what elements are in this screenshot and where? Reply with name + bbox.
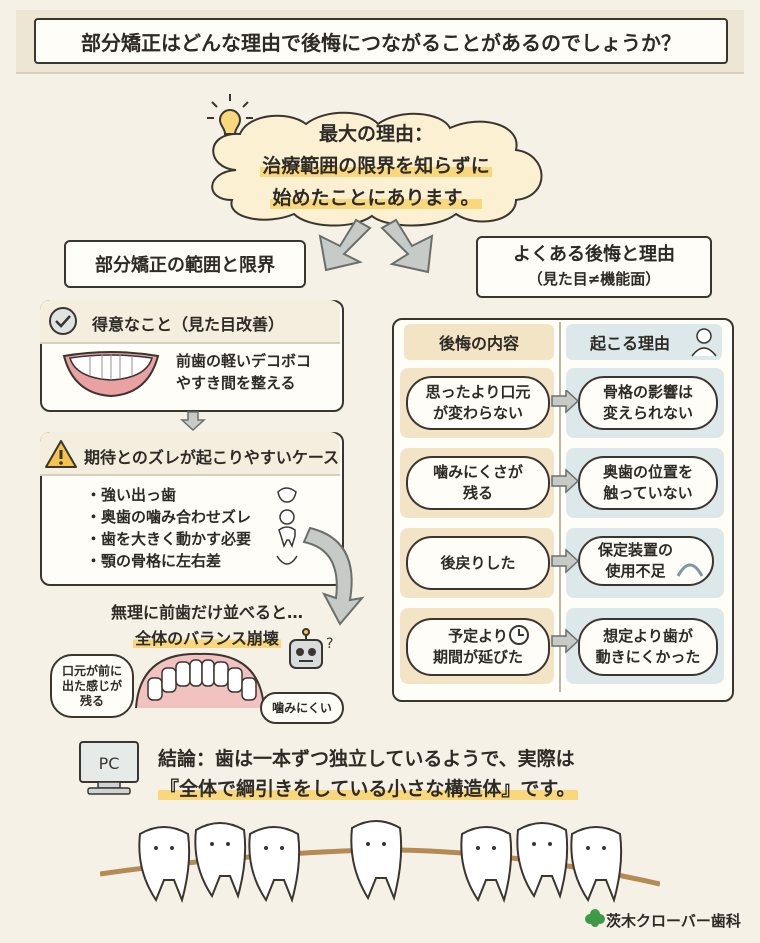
regret-line: 予定より	[448, 627, 508, 645]
molar-icon	[279, 509, 295, 525]
robot-icon: ?	[289, 628, 333, 669]
regret-line: 後戻りした	[440, 553, 516, 572]
main-reason-line2: 治療範囲の限界を知らずに	[260, 155, 492, 177]
right-heading-title: よくある後悔と理由	[513, 244, 675, 265]
bite-speech-bubble: 噛みにくい	[260, 692, 344, 724]
svg-text:?: ?	[326, 636, 333, 652]
good-card-title: 得意なこと（見た目改善）	[92, 315, 285, 334]
conclusion: 結論：歯は一本ずつ独立しているようで、実際は 『全体で綱引きをしている小さな構造…	[158, 744, 578, 804]
reason-line: 奥歯の位置を	[602, 463, 693, 481]
smile-teeth-icon	[62, 351, 160, 398]
tooth-character	[460, 826, 513, 904]
retainer-icon	[676, 563, 704, 577]
reason-line: 使用不足	[605, 562, 666, 580]
speech-line: 出た感じが	[61, 678, 122, 693]
down-arrow-icon	[180, 411, 206, 432]
col-regret-header: 後悔の内容	[404, 324, 554, 360]
caution-card-title: 期待とのズレが起こりやすいケース	[84, 448, 340, 467]
table-divider	[559, 322, 561, 692]
tooth-icon	[278, 526, 296, 549]
speech-line: 残る	[79, 693, 104, 708]
regret-line: 期間が延びた	[432, 648, 523, 666]
doctor-icon	[691, 328, 717, 357]
good-card-desc: 前歯の軽いデコボコ やすき間を整える	[176, 350, 311, 394]
clock-icon	[509, 625, 529, 645]
right-heading: よくある後悔と理由 （見た目≠機能面）	[476, 236, 712, 298]
regret-line: が変わらない	[432, 404, 523, 422]
check-icon	[49, 307, 77, 335]
reason-item: 想定より歯が動きにくかった	[578, 618, 718, 676]
clover-icon	[585, 909, 605, 927]
tug-of-war-illustration	[100, 820, 660, 904]
pc-icon: PC	[79, 741, 139, 795]
tooth-character	[248, 826, 301, 904]
row-arrows	[551, 390, 580, 654]
collapse-text: 無理に前歯だけ並べると… 全体のバランス崩壊	[92, 600, 322, 652]
jaw-icon	[276, 555, 298, 565]
left-heading: 部分矯正の範囲と限界	[64, 240, 306, 288]
reason-line: 触っていない	[603, 484, 693, 502]
regret-line: 噛みにくさが	[433, 463, 523, 481]
reason-item: 奥歯の位置を触っていない	[578, 456, 718, 510]
tooth-character	[570, 826, 623, 904]
tooth-character	[194, 822, 247, 900]
reason-line: 保定装置の	[598, 541, 674, 559]
good-desc-line2: やすき間を整える	[176, 374, 296, 392]
regret-item: 噛みにくさが残る	[406, 456, 550, 510]
regret-item: 思ったより口元が変わらない	[406, 376, 550, 430]
regret-item: 後戻りした	[406, 536, 550, 590]
reason-line: 動きにくかった	[595, 648, 701, 666]
collapse-line1: 無理に前歯だけ並べると…	[110, 603, 303, 622]
collapse-line2: 全体のバランス崩壊	[133, 629, 281, 648]
main-reason-line1: 最大の理由：	[318, 123, 433, 145]
caution-item: ・強い出っ歯	[86, 486, 177, 504]
pc-label: PC	[99, 754, 120, 773]
col-reason-label: 起こる理由	[590, 334, 671, 353]
regret-item: 予定より期間が延びた	[406, 618, 550, 676]
warning-icon	[45, 440, 77, 468]
case-icons	[276, 487, 298, 565]
regret-line: 残る	[462, 484, 493, 502]
right-heading-sub: （見た目≠機能面）	[527, 270, 661, 288]
main-reason-line3: 始めたことにあります。	[270, 187, 482, 209]
split-arrows	[318, 218, 434, 274]
caution-item: ・顎の骨格に左右差	[86, 552, 222, 570]
good-card-header	[40, 300, 340, 344]
reason-line: 想定より歯が	[603, 627, 693, 645]
page-title: 部分矯正はどんな理由で後悔につながることがあるのでしょうか？	[34, 18, 728, 64]
caution-item: ・歯を大きく動かす必要	[86, 530, 252, 548]
caution-item: ・奥歯の噛み合わせズレ	[86, 508, 252, 526]
tooth-character	[516, 822, 569, 900]
teeth-arch-illustration	[135, 652, 265, 709]
mouth-speech-bubble: 口元が前に 出た感じが 残る	[50, 654, 134, 718]
conclusion-line2: 『全体で綱引きをしている小さな構造体』です。	[158, 778, 578, 800]
caution-card-header	[40, 432, 340, 476]
curved-arrow	[302, 526, 365, 626]
reason-line: 変えられない	[602, 404, 693, 422]
brand-name: 茨木クローバー歯科	[606, 912, 741, 930]
good-desc-line1: 前歯の軽いデコボコ	[176, 352, 312, 370]
main-reason: 最大の理由： 治療範囲の限界を知らずに 始めたことにあります。	[200, 118, 552, 214]
speech-line: 口元が前に	[61, 663, 122, 678]
tooth-character	[350, 820, 403, 902]
protruding-tooth-icon	[277, 487, 297, 503]
regret-line: 思ったより口元	[425, 383, 531, 401]
reason-item: 骨格の影響は変えられない	[578, 376, 718, 430]
caution-list: ・強い出っ歯 ・奥歯の噛み合わせズレ ・歯を大きく動かす必要 ・顎の骨格に左右差	[86, 484, 251, 572]
reason-item: 保定装置の使用不足	[578, 536, 714, 586]
reason-line: 骨格の影響は	[602, 383, 693, 401]
tooth-character	[138, 826, 191, 904]
conclusion-line1: 結論：歯は一本ずつ独立しているようで、実際は	[158, 748, 575, 770]
